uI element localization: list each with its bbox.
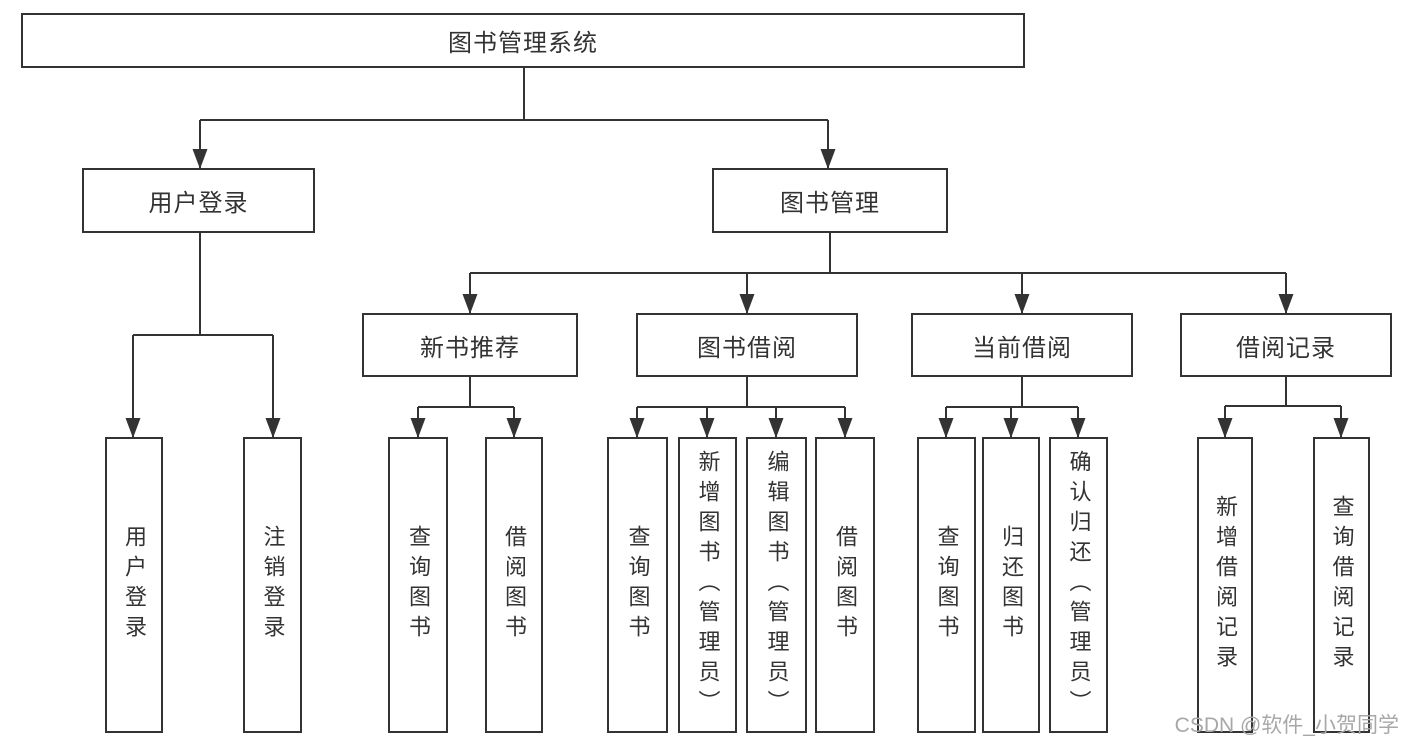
leaf-borrow-borrow-books: 借阅图书 xyxy=(815,437,875,733)
node-label: 图书管理系统 xyxy=(448,30,598,57)
edges-borrow-records-children xyxy=(1217,377,1349,438)
node-label: 借阅图书 xyxy=(833,525,858,645)
node-label: 查询图书 xyxy=(625,525,651,645)
leaf-records-add-record: 新增借阅记录 xyxy=(1197,437,1253,733)
leaf-current-confirm-return-admin: 确认归还（管理员） xyxy=(1049,437,1108,733)
edges-user-login-children xyxy=(125,233,281,438)
node-label: 借阅记录 xyxy=(1236,334,1336,362)
leaf-logout: 注销登录 xyxy=(243,437,302,733)
leaf-newbooks-query-books: 查询图书 xyxy=(388,437,448,733)
leaf-borrow-add-book-admin: 新增图书（管理员） xyxy=(678,437,737,733)
node-library-system: 图书管理系统 xyxy=(21,13,1025,68)
node-label: 图书管理 xyxy=(780,190,880,217)
node-label: 当前借阅 xyxy=(972,334,1072,362)
node-borrow-records: 借阅记录 xyxy=(1180,313,1392,377)
leaf-borrow-edit-book-admin: 编辑图书（管理员） xyxy=(746,437,807,733)
node-label: 新书推荐 xyxy=(420,334,520,362)
node-user-login: 用户登录 xyxy=(82,168,315,233)
edges-book-management-children xyxy=(462,233,1294,314)
leaf-records-query-record: 查询借阅记录 xyxy=(1313,437,1370,733)
node-label: 图书借阅 xyxy=(697,334,797,362)
node-label: 新增借阅记录 xyxy=(1213,495,1238,675)
edges-root-to-level2 xyxy=(192,68,836,169)
node-new-book-recommend: 新书推荐 xyxy=(362,313,578,377)
leaf-borrow-query-books: 查询图书 xyxy=(607,437,668,733)
node-label: 确认归还（管理员） xyxy=(1066,450,1092,720)
node-label: 注销登录 xyxy=(260,525,286,645)
leaf-current-return-books: 归还图书 xyxy=(982,437,1040,733)
node-label: 用户登录 xyxy=(148,190,249,217)
leaf-current-query-books: 查询图书 xyxy=(917,437,976,733)
node-label: 新增图书（管理员） xyxy=(695,450,721,720)
edges-book-borrow-children xyxy=(629,377,853,438)
node-label: 查询图书 xyxy=(406,525,431,645)
csdn-watermark: CSDN @软件_小贺同学 xyxy=(1174,714,1399,737)
leaf-newbooks-borrow-books: 借阅图书 xyxy=(485,437,543,733)
node-book-management: 图书管理 xyxy=(712,168,948,233)
node-label: 查询图书 xyxy=(934,525,960,645)
edges-current-borrow-children xyxy=(938,377,1086,438)
node-label: 借阅图书 xyxy=(502,525,527,645)
node-label: 查询借阅记录 xyxy=(1329,495,1355,675)
node-current-borrow: 当前借阅 xyxy=(911,313,1133,377)
leaf-user-login: 用户登录 xyxy=(105,437,163,733)
node-label: 归还图书 xyxy=(999,525,1024,645)
node-book-borrow: 图书借阅 xyxy=(636,313,858,377)
node-label: 编辑图书（管理员） xyxy=(764,450,790,720)
edges-new-book-children xyxy=(410,377,522,438)
node-label: 用户登录 xyxy=(122,525,147,645)
